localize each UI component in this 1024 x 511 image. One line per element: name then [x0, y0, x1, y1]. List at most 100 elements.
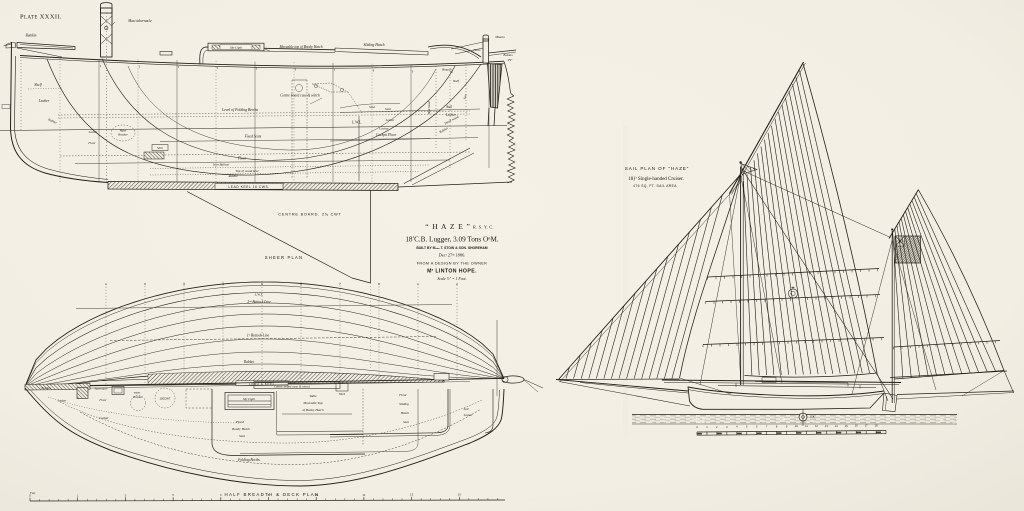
- svg-text:Hatch: Hatch: [400, 411, 410, 415]
- svg-text:Folding Berths: Folding Berths: [237, 458, 260, 462]
- svg-text:8: 8: [378, 282, 380, 286]
- svg-text:Level of Folding Berths: Level of Folding Berths: [221, 108, 258, 112]
- svg-text:Locker: Locker: [57, 399, 68, 403]
- svg-text:4: 4: [217, 66, 219, 70]
- svg-text:Cockpit Floor: Cockpit Floor: [376, 133, 397, 137]
- svg-text:7: 7: [339, 282, 341, 286]
- svg-text:18ƒᵗ Single-handed Cruiser.: 18ƒᵗ Single-handed Cruiser.: [628, 177, 684, 182]
- svg-text:8: 8: [268, 493, 270, 497]
- svg-text:Shirt: Shirt: [157, 146, 163, 150]
- svg-text:12: 12: [815, 424, 818, 428]
- svg-text:R. S. Y. C.: R. S. Y. C.: [473, 225, 494, 230]
- svg-text:Locker: Locker: [378, 127, 389, 131]
- svg-text:11: 11: [805, 424, 808, 428]
- svg-text:Floor: Floor: [398, 393, 407, 397]
- svg-text:Scale ½″ = 1 Foot.: Scale ½″ = 1 Foot.: [437, 277, 466, 281]
- svg-text:BUILT BY Mₒₒₒ T. STOW & SON. S: BUILT BY Mₒₒₒ T. STOW & SON. SHOREHAM: [416, 246, 487, 250]
- svg-text:Mʳ LINTON HOPE.: Mʳ LINTON HOPE.: [427, 269, 477, 275]
- svg-text:10: 10: [315, 493, 319, 497]
- svg-text:3: 3: [125, 493, 127, 497]
- svg-text:SAIL PLAN OF “HAZE”: SAIL PLAN OF “HAZE”: [625, 166, 689, 171]
- svg-text:16: 16: [855, 424, 858, 428]
- svg-text:7: 7: [766, 424, 768, 428]
- svg-text:Table: Table: [309, 394, 317, 398]
- svg-text:17: 17: [865, 424, 868, 428]
- svg-text:Dead wood: Dead wood: [443, 115, 460, 126]
- svg-text:Rabbet: Rabbet: [227, 174, 237, 178]
- svg-text:Fixed: Fixed: [235, 420, 244, 424]
- svg-text:150CWT: 150CWT: [159, 397, 170, 401]
- svg-text:3: 3: [178, 65, 180, 69]
- svg-text:Floor: Floor: [237, 157, 247, 161]
- svg-text:Breaker: Breaker: [133, 395, 143, 399]
- svg-text:Floor: Floor: [87, 141, 96, 145]
- svg-text:Floor: Floor: [98, 398, 107, 402]
- svg-text:PLATE XXXII.: PLATE XXXII.: [20, 14, 62, 21]
- svg-text:Bumkin: Bumkin: [41, 386, 51, 390]
- svg-text:Rabbet: Rabbet: [243, 360, 255, 364]
- svg-text:Mast tabernacle: Mast tabernacle: [127, 19, 152, 23]
- svg-text:13: 13: [410, 493, 414, 497]
- svg-text:Bumkin: Bumkin: [26, 34, 37, 38]
- svg-text:FROM A DESIGN BY THE OWNER: FROM A DESIGN BY THE OWNER: [417, 262, 488, 266]
- svg-text:5: 5: [261, 282, 263, 286]
- svg-text:Fixed Seats: Fixed Seats: [244, 135, 262, 139]
- svg-text:Locker: Locker: [463, 413, 474, 417]
- svg-text:6: 6: [220, 493, 222, 497]
- svg-text:476 SQ. FT. SAIL AREA: 476 SQ. FT. SAIL AREA: [633, 184, 677, 188]
- svg-text:Winch: Winch: [339, 393, 346, 396]
- svg-text:1: 1: [417, 282, 419, 286]
- svg-text:5: 5: [256, 67, 258, 71]
- svg-text:Sliding Hatch: Sliding Hatch: [364, 43, 385, 47]
- svg-text:6: 6: [295, 67, 297, 71]
- svg-text:Shelf: Shelf: [453, 79, 460, 83]
- svg-text:13: 13: [825, 424, 828, 428]
- svg-text:Bumkin: Bumkin: [503, 53, 513, 57]
- svg-text:Top of wood keel: Top of wood keel: [236, 169, 259, 173]
- svg-text:Horse: Horse: [472, 48, 481, 52]
- svg-text:Breaker: Breaker: [118, 133, 128, 137]
- svg-text:Sail: Sail: [446, 105, 452, 109]
- svg-text:Mizzen: Mizzen: [494, 35, 505, 39]
- svg-text:Locker: Locker: [38, 99, 50, 103]
- svg-text:0: 0: [696, 425, 698, 429]
- svg-text:8: 8: [373, 69, 375, 73]
- svg-text:2: 2: [144, 282, 146, 286]
- svg-text:Water: Water: [119, 129, 127, 133]
- svg-text:15: 15: [845, 424, 848, 428]
- svg-text:Seat: Seat: [462, 94, 467, 100]
- svg-text:3: 3: [726, 425, 728, 429]
- svg-text:Sliding: Sliding: [399, 402, 409, 406]
- svg-text:L.W.L.: L.W.L.: [351, 121, 362, 125]
- svg-text:15: 15: [458, 493, 462, 497]
- svg-text:1: 1: [105, 282, 107, 286]
- svg-text:Sky Light: Sky Light: [230, 45, 242, 49]
- svg-text:L.W.L.: L.W.L.: [254, 293, 264, 297]
- svg-text:2: 2: [716, 425, 718, 429]
- svg-text:LEAD & KEEL: LEAD & KEEL: [249, 382, 275, 386]
- svg-text:Decʳ 27ᵗʰ 1886.: Decʳ 27ᵗʰ 1886.: [439, 253, 466, 258]
- svg-text:5: 5: [172, 493, 174, 497]
- svg-text:Seat: Seat: [239, 434, 246, 438]
- svg-text:2'9": 2'9": [508, 58, 514, 62]
- svg-text:Sail: Sail: [464, 407, 469, 411]
- svg-text:of Booby Hatch: of Booby Hatch: [302, 408, 324, 412]
- svg-text:2: 2: [139, 64, 141, 68]
- svg-text:Rabbet: Rabbet: [438, 126, 449, 134]
- svg-text:Seat: Seat: [403, 420, 410, 424]
- svg-text:Locker: Locker: [88, 130, 99, 134]
- svg-text:4: 4: [222, 282, 224, 286]
- svg-text:Booby Hatch: Booby Hatch: [232, 427, 250, 431]
- svg-text:Iron Ballast: Iron Ballast: [212, 163, 230, 167]
- svg-text:9: 9: [786, 424, 788, 428]
- svg-text:14: 14: [835, 424, 838, 428]
- svg-text:HALF BREADTH & DECK PLAN: HALF BREADTH & DECK PLAN: [225, 492, 320, 497]
- svg-text:18′C.B. Lugger, 3.09 Tons OⁿM.: 18′C.B. Lugger, 3.09 Tons OⁿM.: [405, 236, 499, 244]
- svg-text:1: 1: [77, 493, 79, 497]
- svg-text:Tabernacle: Tabernacle: [94, 387, 108, 391]
- svg-text:Centre board case & winch: Centre board case & winch: [274, 385, 311, 389]
- svg-text:Seat: Seat: [369, 105, 376, 109]
- svg-text:LEAD KEEL 16 CWS.: LEAD KEEL 16 CWS.: [228, 185, 269, 189]
- svg-text:Locker: Locker: [445, 113, 457, 117]
- svg-text:2: 2: [456, 282, 458, 286]
